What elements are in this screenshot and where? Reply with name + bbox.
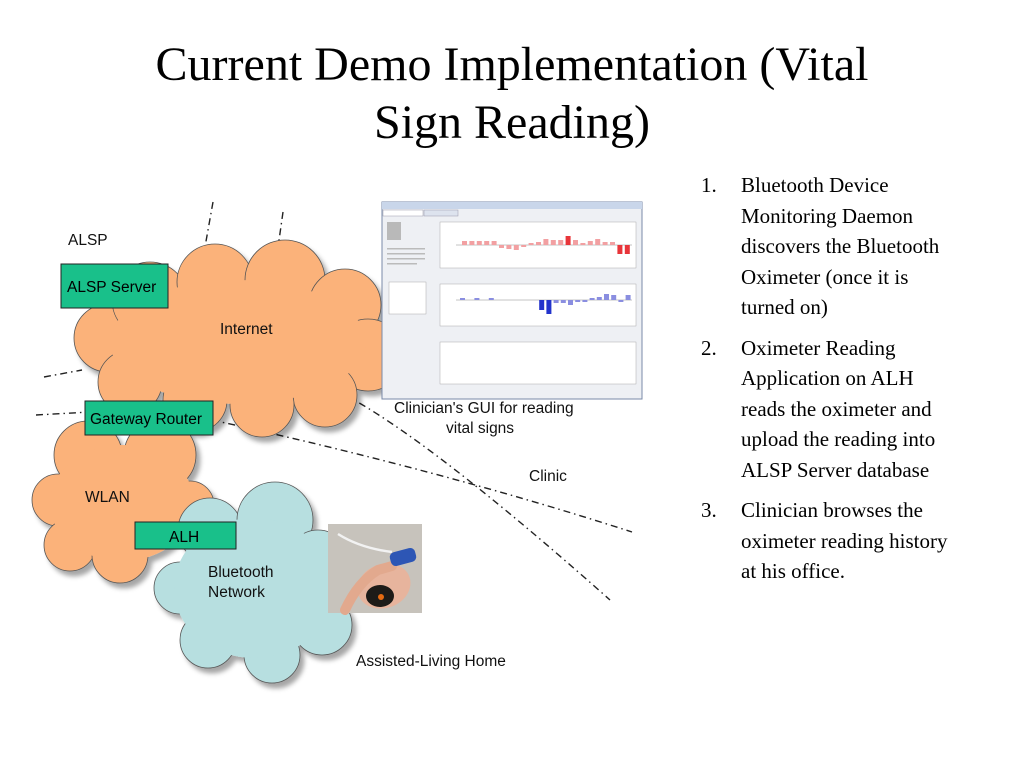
mini-bar [546, 300, 552, 314]
step-line: Clinician browses the [741, 498, 923, 522]
mini-bar [474, 298, 480, 300]
zone-label-alsp: ALSP [68, 232, 108, 249]
alsp-server-box: ALSP Server [60, 263, 169, 309]
mini-bar [536, 242, 541, 245]
alh-label: ALH [169, 529, 199, 546]
boundary-line [211, 419, 633, 533]
step-line: at his office. [741, 559, 845, 583]
mini-bar [618, 300, 624, 302]
mini-bar [565, 236, 571, 245]
boundary-line [35, 411, 91, 416]
step-item: 3. Clinician browses the oximeter readin… [697, 495, 1007, 587]
mini-bar [611, 295, 617, 300]
step-line: discovers the Bluetooth [741, 234, 940, 258]
mini-bar [543, 239, 549, 245]
mini-bar [595, 239, 601, 245]
mini-bar [582, 300, 588, 302]
gui-caption-line2: vital signs [446, 420, 514, 437]
mini-bar [462, 241, 467, 245]
chart-red-bars [462, 236, 630, 254]
steps-list: 1. Bluetooth Device Monitoring Daemon di… [697, 170, 1007, 597]
wlan-label: WLAN [85, 489, 130, 506]
step-item: 2. Oximeter Reading Application on ALH r… [697, 333, 1007, 486]
mini-bar [610, 242, 615, 245]
mini-bar [521, 245, 527, 247]
mini-bar [617, 245, 623, 254]
avatar [387, 222, 401, 240]
mini-bar [550, 240, 556, 245]
mini-bar [488, 298, 494, 300]
mini-bar [513, 245, 519, 250]
step-line: Oximeter (once it is [741, 264, 909, 289]
step-line: Application on ALH [741, 366, 914, 390]
step-number: 3. [701, 498, 717, 522]
boundary-line [344, 394, 611, 601]
alsp-server-label: ALSP Server [67, 279, 156, 296]
step-number: 2. [701, 335, 717, 360]
mini-bar [575, 300, 581, 302]
bluetooth-label-line2: Network [208, 584, 265, 601]
mini-bar [580, 243, 586, 245]
mini-bar [587, 241, 593, 245]
mini-bar [460, 298, 465, 300]
mini-bar [506, 245, 512, 249]
step-line: Oximeter Reading [741, 335, 896, 360]
boundary-line [43, 369, 83, 378]
mini-bar [499, 245, 504, 248]
step-line: upload the reading into [741, 427, 936, 451]
mini-bar [589, 298, 595, 300]
mini-bar [484, 241, 490, 245]
network-diagram: Internet WLAN Bluetooth Network ALSP Cli… [31, 201, 643, 684]
gateway-router-box: Gateway Router [84, 400, 214, 436]
title-line-2: Sign Reading) [374, 96, 650, 149]
mini-bar [469, 241, 475, 245]
bluetooth-label-line1: Bluetooth [208, 564, 274, 581]
bluetooth-cloud [153, 481, 353, 684]
mini-bar [568, 300, 573, 305]
mini-bar [539, 300, 545, 310]
mini-bar [491, 241, 497, 245]
mini-bar [558, 240, 564, 245]
step-line: reads the oximeter and [741, 396, 932, 421]
step-line: Bluetooth Device [741, 173, 889, 197]
slide-title: Current Demo Implementation (Vital Sign … [40, 36, 984, 152]
step-item: 1. Bluetooth Device Monitoring Daemon di… [697, 170, 1007, 323]
step-line: turned on) [741, 295, 828, 319]
step-line: Monitoring Daemon [741, 203, 914, 228]
zone-label-clinic: Clinic [529, 468, 567, 485]
mini-bar [596, 297, 602, 300]
alh-box: ALH [134, 521, 237, 550]
step-line: oximeter reading history [741, 528, 948, 553]
title-line-1: Current Demo Implementation (Vital [155, 38, 869, 91]
oximeter-photo [328, 524, 422, 615]
mini-bar [604, 294, 609, 300]
mini-bar [553, 300, 559, 303]
mini-bar [476, 241, 482, 245]
internet-label: Internet [220, 321, 273, 338]
mini-bar [528, 243, 534, 245]
chart-blue-bars [460, 294, 631, 314]
gateway-router-label: Gateway Router [90, 411, 202, 428]
mini-bar [625, 295, 631, 300]
step-number: 1. [701, 173, 717, 197]
gui-caption-line1: Clinician's GUI for reading [394, 400, 574, 417]
mini-bar [560, 300, 566, 303]
mini-bar [573, 240, 578, 245]
mini-bar [624, 245, 630, 254]
step-line: ALSP Server database [741, 457, 930, 482]
mini-bar [602, 242, 608, 245]
zone-label-home: Assisted-Living Home [356, 653, 506, 670]
clinician-gui-screenshot [381, 201, 643, 400]
